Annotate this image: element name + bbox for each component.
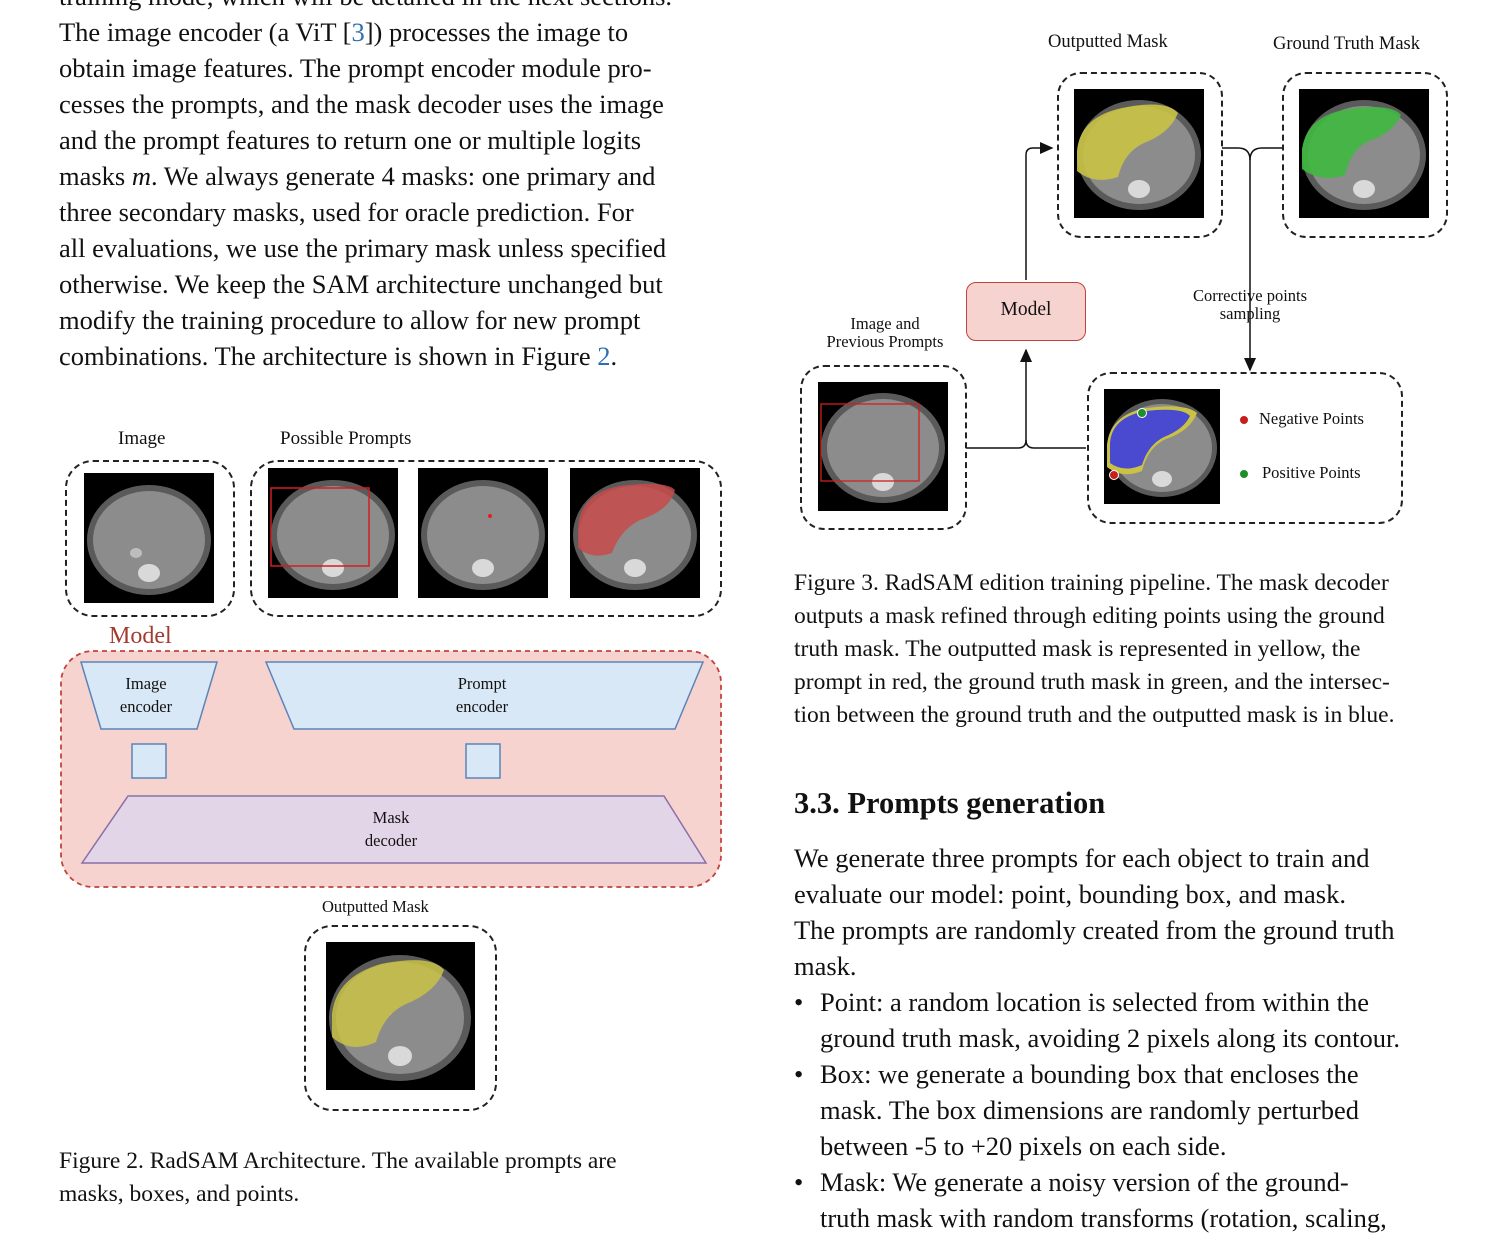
fig2-prompts-label: Possible Prompts — [280, 428, 412, 449]
fig3-connectors — [966, 142, 1282, 449]
caption-line: masks, boxes, and points. — [59, 1181, 300, 1207]
fig2-outputted-mask-label: Outputted Mask — [322, 897, 429, 916]
paragraph-line: The image encoder (a ViT [3]) processes … — [59, 17, 629, 47]
fig2-image-feature-box — [131, 743, 167, 779]
fig2-mask-prompt-image — [570, 468, 700, 598]
fig2-point-prompt-image — [418, 468, 548, 598]
negative-point-icon — [1240, 416, 1248, 424]
fig2-box-prompt-image — [268, 468, 398, 598]
fig3-outputted-mask-label: Outputted Mask — [1048, 32, 1168, 52]
fig3-model-box — [966, 282, 1086, 341]
paragraph-line: three secondary masks, used for oracle p… — [59, 197, 634, 227]
fig3-ground-truth-box — [1282, 72, 1448, 238]
paragraph-line: masks m. We always generate 4 masks: one… — [59, 161, 656, 191]
fig3-model-label: Model — [1000, 299, 1052, 320]
caption-line: Figure 3. RadSAM edition training pipeli… — [794, 570, 1389, 596]
fig3-positive-label: Positive Points — [1262, 463, 1361, 482]
citation-link[interactable]: 3 — [351, 17, 365, 47]
paragraph-line: The prompts are randomly created from th… — [794, 915, 1395, 945]
paragraph-line: modify the training procedure to allow f… — [59, 305, 641, 335]
fig3-input-image — [818, 382, 948, 511]
paragraph-line: and the prompt features to return one or… — [59, 125, 642, 155]
paragraph-line: otherwise. We keep the SAM architecture … — [59, 269, 663, 299]
fig2-mask-decoder-shape — [80, 795, 708, 864]
paragraph-line: training mode, which will be detailed in… — [59, 0, 726, 14]
fig2-prompt-encoder-shape — [264, 661, 705, 730]
caption-line: outputs a mask refined through editing p… — [794, 603, 1385, 629]
left-paragraph: training mode, which will be detailed in… — [59, 0, 726, 374]
fig3-ground-truth-label: Ground Truth Mask — [1273, 34, 1420, 54]
figure-link[interactable]: 2 — [597, 341, 611, 371]
caption-line: tion between the ground truth and the ou… — [794, 702, 1395, 728]
positive-point-icon — [1240, 470, 1248, 478]
fig2-image-box — [65, 460, 235, 617]
bullet-mask: Mask: We generate a noisy version of the… — [794, 1164, 1466, 1236]
fig3-caption: Figure 3. RadSAM edition training pipeli… — [794, 567, 1466, 732]
caption-line: truth mask. The outputted mask is repres… — [794, 636, 1361, 662]
fig2-image-encoder-shape — [79, 661, 219, 730]
section-heading: 3.3. Prompts generation — [794, 786, 1106, 820]
fig3-corrective-image — [1104, 389, 1220, 504]
fig3-output-box — [1057, 72, 1223, 238]
fig3-negative-label: Negative Points — [1259, 409, 1364, 428]
fig2-prompts-box — [250, 460, 722, 617]
prompt-bullet-list: Point: a random location is selected fro… — [794, 984, 1466, 1236]
paragraph-line: obtain image features. The prompt encode… — [59, 53, 652, 83]
fig3-ground-truth-image — [1299, 89, 1429, 218]
fig3-corrective-box — [1087, 372, 1403, 524]
fig2-model-label: Model — [109, 623, 172, 649]
paragraph-line: combinations. The architecture is shown … — [59, 341, 618, 371]
paragraph-line: mask. — [794, 951, 857, 981]
fig3-input-box — [800, 365, 967, 530]
fig2-model-diagram — [60, 650, 722, 888]
fig2-caption: Figure 2. RadSAM Architecture. The avail… — [59, 1145, 726, 1211]
bullet-point: Point: a random location is selected fro… — [794, 984, 1466, 1056]
paragraph-line: evaluate our model: point, bounding box,… — [794, 879, 1346, 909]
fig2-image-label: Image — [118, 428, 166, 449]
paragraph-line: all evaluations, we use the primary mask… — [59, 233, 667, 263]
fig2-ct-image — [84, 473, 214, 603]
paragraph-line: cesses the prompts, and the mask decoder… — [59, 89, 664, 119]
fig2-prompt-feature-box — [465, 743, 501, 779]
section-intro: We generate three prompts for each objec… — [794, 840, 1466, 984]
caption-line: prompt in red, the ground truth mask in … — [794, 669, 1390, 695]
fig3-output-mask-image — [1074, 89, 1204, 218]
bullet-box: Box: we generate a bounding box that enc… — [794, 1056, 1466, 1164]
caption-line: Figure 2. RadSAM Architecture. The avail… — [59, 1148, 617, 1174]
paragraph-line: We generate three prompts for each objec… — [794, 843, 1370, 873]
fig2-output-mask-image — [326, 942, 475, 1090]
fig2-output-box — [304, 925, 497, 1111]
